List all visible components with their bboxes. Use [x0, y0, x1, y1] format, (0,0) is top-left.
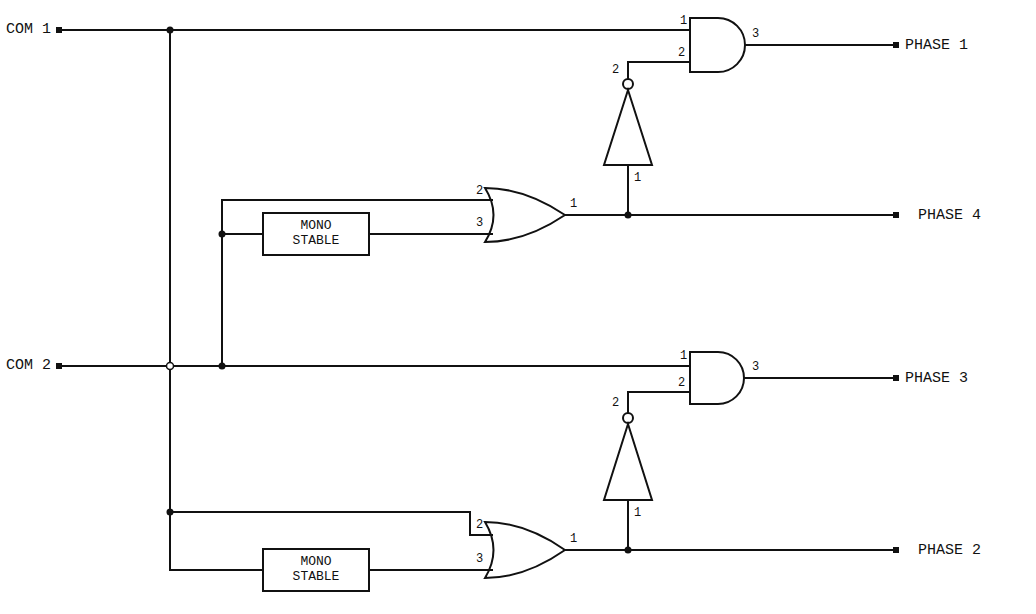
- signal-name: PHASE 1: [905, 38, 968, 53]
- not-gate: [604, 90, 652, 165]
- pin-number: 2: [678, 377, 685, 389]
- junction-dot: [167, 27, 174, 34]
- signal-name: COM 2: [6, 358, 51, 373]
- wire: [370, 233, 493, 235]
- wire: [170, 30, 262, 570]
- terminal: [56, 363, 62, 369]
- wire: [627, 165, 629, 215]
- pin-number: 3: [752, 28, 759, 40]
- wire: [370, 569, 493, 571]
- pin-number: 2: [476, 185, 483, 197]
- block-label: MONO STABLE: [284, 219, 348, 249]
- inverter-bubble: [623, 413, 633, 423]
- pin-number: 2: [612, 64, 619, 76]
- wire: [565, 549, 895, 551]
- and-gate: [690, 352, 744, 404]
- terminal: [893, 375, 899, 381]
- pin-number: 1: [680, 15, 687, 27]
- pin-number: 1: [570, 533, 577, 545]
- terminal: [893, 547, 899, 553]
- wire: [60, 29, 690, 31]
- junction-dot: [219, 231, 226, 238]
- not-gate: [604, 424, 652, 500]
- wire: [628, 62, 690, 79]
- terminal: [56, 27, 62, 33]
- junction-dot: [219, 363, 226, 370]
- wire: [222, 233, 262, 235]
- pin-number: 2: [612, 397, 619, 409]
- wire-crossing: [167, 363, 174, 370]
- pin-number: 1: [570, 198, 577, 210]
- signal-name: PHASE 3: [905, 371, 968, 386]
- wire: [745, 44, 895, 46]
- wire: [222, 200, 493, 366]
- pin-number: 2: [476, 519, 483, 531]
- signal-name: COM 1: [6, 22, 51, 37]
- junction-dot: [167, 509, 174, 516]
- pin-number: 1: [634, 507, 641, 519]
- junction-dot: [625, 547, 632, 554]
- junction-dot: [625, 212, 632, 219]
- wire: [744, 377, 895, 379]
- monostable-box: MONO STABLE: [262, 212, 370, 256]
- or-gate: [485, 522, 565, 578]
- wire: [170, 512, 493, 535]
- wire: [565, 214, 895, 216]
- inverter-bubble: [623, 79, 633, 89]
- and-gate: [690, 18, 745, 72]
- pin-number: 1: [634, 172, 641, 184]
- pin-number: 2: [678, 47, 685, 59]
- wire: [628, 392, 690, 413]
- block-label: MONO STABLE: [284, 555, 348, 585]
- terminal: [893, 212, 899, 218]
- wire: [627, 500, 629, 550]
- or-gate: [485, 188, 565, 242]
- terminal: [893, 42, 899, 48]
- signal-name: PHASE 4: [918, 208, 981, 223]
- pin-number: 3: [476, 217, 483, 229]
- wire: [60, 365, 690, 367]
- signal-name: PHASE 2: [918, 543, 981, 558]
- monostable-box: MONO STABLE: [262, 548, 370, 592]
- pin-number: 1: [680, 350, 687, 362]
- pin-number: 3: [752, 361, 759, 373]
- pin-number: 3: [476, 553, 483, 565]
